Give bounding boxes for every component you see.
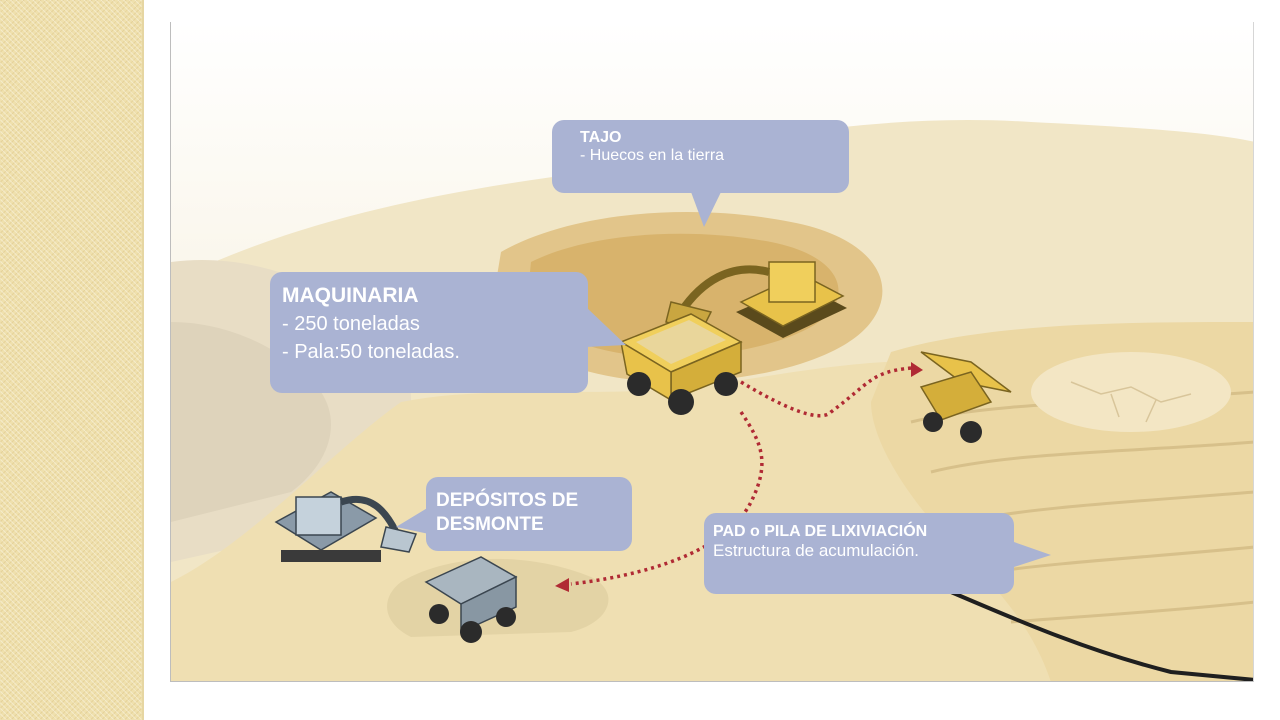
route-to-pad [740,366,912,418]
pad-terrace-4 [990,545,1253,574]
depositos-pointer [396,507,429,534]
grey-shovel [274,491,418,562]
route-to-dump-arrow [555,578,569,592]
yellow-haul-truck [619,313,743,415]
maquinaria-line-2: - Pala:50 toneladas. [282,341,460,363]
tajo-pointer [691,192,721,227]
pad-top [1031,352,1231,432]
tajo-callout: TAJO - Huecos en la tierra [552,120,849,193]
decorative-side-strip [0,0,142,720]
maquinaria-callout: MAQUINARIA - 250 toneladas - Pala:50 ton… [270,272,588,393]
route-to-dump [570,411,764,586]
maquinaria-pointer [586,307,626,347]
pad-liner [950,590,1253,681]
pad-pointer [1014,542,1051,567]
side-strip-edge [142,0,144,720]
yellow-shovel [665,261,847,338]
tajo-description: - Huecos en la tierra [580,147,725,164]
pad-description: Estructura de acumulación. [713,541,919,560]
maquinaria-line-1: - 250 toneladas [282,313,420,335]
maquinaria-title: MAQUINARIA [282,284,419,307]
depositos-callout: DEPÓSITOS DE DESMONTE [426,477,632,551]
depositos-title-1: DEPÓSITOS DE [436,490,579,511]
pad-terrace-2 [930,440,1253,474]
tajo-title: TAJO [580,129,622,146]
pad-callout: PAD o PILA DE LIXIVIACIÓN Estructura de … [704,513,1014,594]
pad-cracks [1070,381,1192,423]
pad-title: PAD o PILA DE LIXIVIACIÓN [713,523,928,540]
pad-terrace-5 [1010,600,1253,624]
pad-dump-truck [919,351,1012,443]
depositos-title-2: DESMONTE [436,514,544,535]
route-to-pad-arrow [911,362,923,377]
grey-dump-truck [424,556,518,643]
